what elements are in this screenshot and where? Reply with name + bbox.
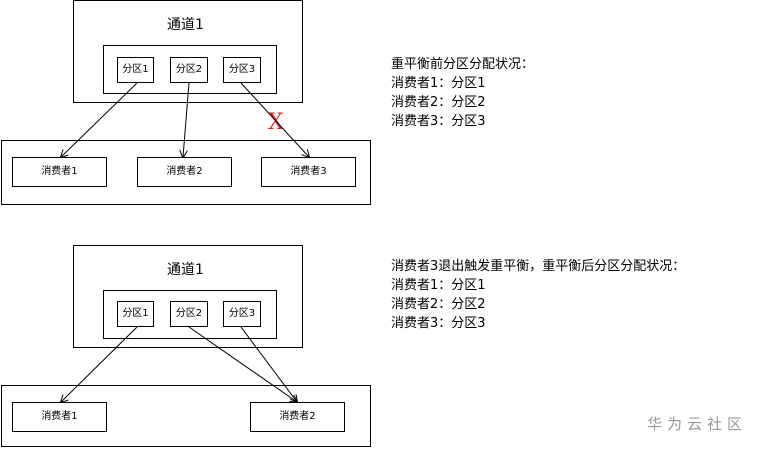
- top-note-line-1: 消费者1：分区1: [391, 76, 486, 91]
- top-partition-1: 分区1: [117, 57, 154, 83]
- watermark-text: 华为云社区: [646, 415, 747, 433]
- bottom-channel-title: 通道1: [167, 262, 204, 278]
- bottom-note-line-1: 消费者1：分区1: [391, 278, 486, 293]
- top-partition-2: 分区2: [170, 57, 208, 83]
- top-partition-3: 分区3: [223, 57, 261, 83]
- top-consumer-3: 消费者3: [261, 157, 356, 187]
- bottom-note-heading: 消费者3退出触发重平衡，重平衡后分区分配状况：: [391, 259, 686, 274]
- top-consumer-1: 消费者1: [12, 157, 107, 187]
- bottom-partition-2: 分区2: [170, 301, 208, 327]
- top-note-heading: 重平衡前分区分配状况：: [391, 57, 535, 72]
- bottom-partition-1: 分区1: [117, 301, 154, 327]
- bottom-partition-3: 分区3: [223, 301, 261, 327]
- bottom-consumer-1: 消费者1: [12, 402, 107, 432]
- top-note-line-2: 消费者2：分区2: [391, 95, 486, 110]
- top-note-line-3: 消费者3：分区3: [391, 114, 486, 129]
- top-consumer-2: 消费者2: [137, 157, 232, 187]
- bottom-consumer-2: 消费者2: [250, 402, 345, 432]
- bottom-note-line-3: 消费者3：分区3: [391, 316, 486, 331]
- top-channel-title: 通道1: [167, 17, 204, 33]
- bottom-note-line-2: 消费者2：分区2: [391, 297, 486, 312]
- broken-link-cross-mark: X: [268, 110, 284, 135]
